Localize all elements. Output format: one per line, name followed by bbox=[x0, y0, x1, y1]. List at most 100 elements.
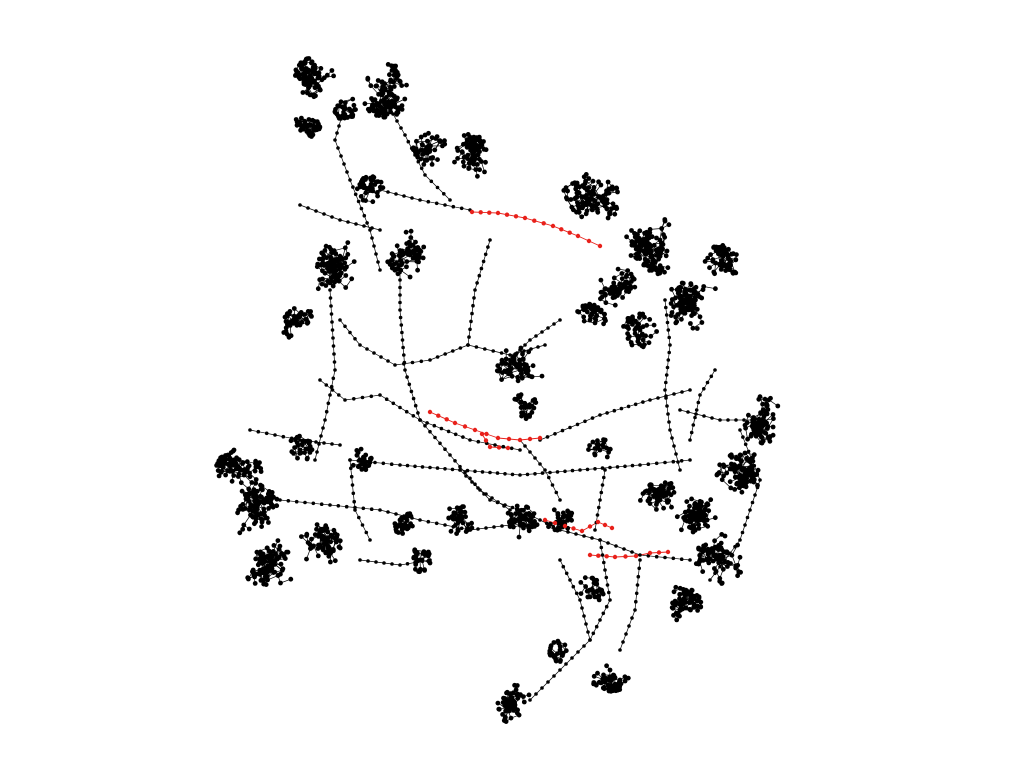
graph-node bbox=[389, 91, 394, 97]
graph-node bbox=[666, 222, 672, 228]
graph-node bbox=[314, 526, 319, 532]
graph-node bbox=[718, 253, 724, 258]
graph-node bbox=[590, 178, 596, 184]
graph-node bbox=[664, 248, 670, 254]
graph-node bbox=[673, 314, 679, 320]
graph-node bbox=[334, 277, 339, 282]
graph-node bbox=[274, 503, 280, 509]
graph-node bbox=[637, 228, 643, 234]
graph-node bbox=[266, 506, 271, 511]
graph-node bbox=[582, 181, 588, 187]
graph-node bbox=[246, 463, 252, 469]
graph-node bbox=[713, 248, 719, 254]
graph-node bbox=[768, 395, 773, 401]
graph-node bbox=[259, 524, 264, 529]
graph-node bbox=[304, 66, 309, 71]
graph-node bbox=[391, 72, 397, 78]
graph-node bbox=[415, 267, 420, 273]
graph-node bbox=[283, 325, 289, 331]
graph-node bbox=[561, 188, 567, 193]
graph-node bbox=[665, 265, 671, 271]
graph-node bbox=[293, 117, 299, 122]
graph-node bbox=[331, 73, 336, 79]
graph-edges bbox=[216, 58, 779, 722]
graph-node bbox=[365, 76, 371, 82]
graph-node bbox=[399, 517, 404, 523]
graph-node bbox=[312, 65, 318, 71]
graph-node bbox=[669, 286, 674, 292]
graph-node bbox=[424, 158, 429, 163]
graph-node bbox=[311, 543, 316, 549]
graph-node bbox=[354, 186, 360, 192]
graph-node bbox=[231, 473, 237, 478]
graph-node bbox=[223, 472, 229, 478]
graph-node bbox=[421, 549, 427, 554]
graph-node bbox=[418, 156, 424, 162]
graph-node bbox=[360, 197, 366, 203]
graph-node bbox=[269, 494, 275, 500]
graph-node bbox=[657, 263, 663, 269]
graph-node bbox=[473, 167, 479, 173]
graph-node bbox=[460, 150, 465, 155]
graph-node bbox=[590, 306, 596, 311]
graph-node bbox=[632, 331, 638, 336]
graph-node bbox=[770, 432, 776, 438]
graph-node bbox=[404, 259, 410, 264]
graph-node bbox=[518, 362, 524, 368]
graph-node bbox=[299, 65, 305, 71]
graph-node bbox=[651, 322, 657, 328]
graph-node bbox=[475, 173, 480, 179]
graph-node bbox=[254, 549, 260, 555]
graph-node bbox=[281, 553, 287, 559]
graph-node bbox=[236, 471, 242, 477]
graph-node bbox=[649, 267, 655, 273]
graph-node bbox=[730, 270, 736, 276]
graph-node bbox=[579, 194, 584, 200]
graph-node bbox=[694, 306, 700, 312]
graph-node bbox=[372, 97, 378, 103]
graph-node bbox=[472, 153, 478, 159]
graph-node bbox=[688, 281, 694, 286]
graph-node bbox=[669, 297, 675, 302]
graph-node bbox=[302, 312, 308, 317]
graph-node bbox=[278, 561, 284, 567]
graph-node bbox=[312, 71, 318, 77]
graph-node bbox=[765, 426, 770, 431]
graph-node bbox=[682, 289, 688, 294]
graph-node bbox=[619, 276, 625, 282]
graph-node bbox=[588, 314, 593, 319]
graph-node bbox=[317, 256, 322, 262]
graph-node bbox=[395, 72, 401, 78]
graph-node bbox=[727, 262, 733, 268]
graph-node bbox=[379, 79, 385, 85]
graph-node bbox=[629, 239, 635, 245]
graph-node bbox=[583, 172, 589, 177]
graph-node bbox=[311, 78, 317, 84]
graph-node bbox=[414, 138, 419, 144]
graph-node bbox=[250, 567, 256, 573]
graph-node bbox=[325, 537, 330, 543]
graph-node bbox=[401, 251, 406, 257]
graph-node bbox=[469, 136, 474, 142]
graph-node bbox=[642, 262, 648, 268]
graph-node bbox=[476, 144, 482, 149]
graph-node bbox=[320, 534, 325, 539]
graph-node bbox=[463, 140, 469, 146]
graph-node bbox=[471, 161, 476, 167]
graph-node bbox=[707, 265, 712, 271]
graph-node bbox=[245, 575, 251, 581]
graph-node bbox=[603, 286, 608, 291]
graph-node bbox=[632, 284, 638, 290]
graph-node bbox=[231, 447, 237, 453]
graph-node bbox=[343, 273, 349, 278]
graph-node bbox=[388, 78, 393, 84]
graph-node bbox=[599, 294, 605, 300]
graph-node bbox=[524, 404, 530, 409]
graph-node bbox=[408, 228, 414, 234]
graph-node bbox=[299, 319, 305, 325]
graph-node bbox=[523, 416, 529, 422]
graph-node bbox=[612, 211, 618, 217]
graph-node bbox=[232, 460, 238, 466]
graph-node bbox=[267, 564, 272, 570]
graph-node bbox=[242, 470, 248, 475]
